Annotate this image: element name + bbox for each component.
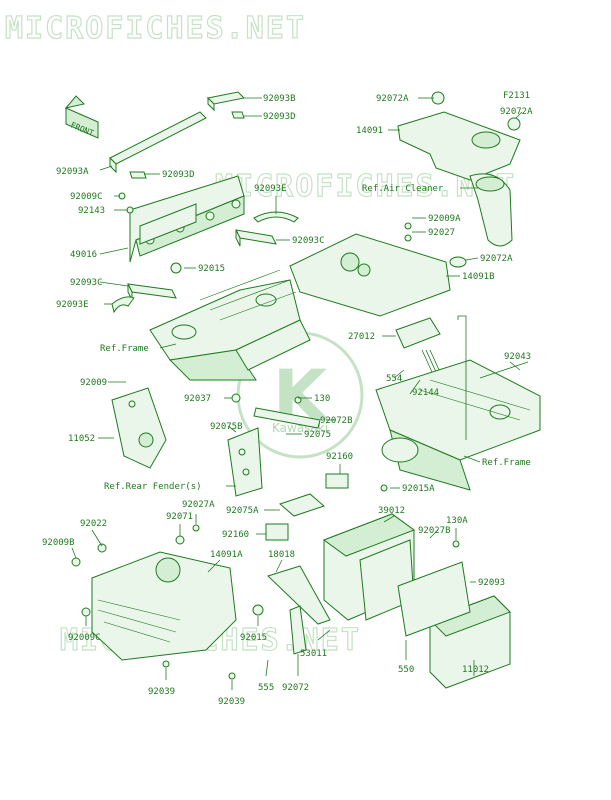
label-ref-frame-left: Ref.Frame [100, 344, 149, 354]
label-92144: 92144 [412, 388, 439, 398]
label-18018: 18018 [268, 550, 295, 560]
part-bracket-18018 [267, 565, 331, 655]
leader-lines [71, 97, 523, 690]
label-92160: 92160 [326, 452, 353, 462]
part-nut-92015 [170, 262, 182, 274]
label-49016: 49016 [70, 250, 97, 260]
figure-code: F2131 [503, 91, 530, 101]
label-ref-rear-fender: Ref.Rear Fender(s) [104, 482, 202, 492]
label-92072b: 92072B [320, 416, 353, 426]
label-14091b: 14091B [462, 272, 495, 282]
label-92093d-left: 92093D [162, 170, 195, 180]
label-39012: 39012 [378, 506, 405, 516]
label-92039-right: 92039 [218, 697, 245, 707]
label-92039-left: 92039 [148, 687, 175, 697]
label-92075a: 92075A [226, 506, 259, 516]
part-cushion-92160 [325, 473, 349, 489]
part-bolt-92015a [380, 484, 388, 492]
label-554: 554 [386, 374, 402, 384]
label-92093d: 92093D [263, 112, 296, 122]
part-pad-92093e-left [111, 296, 135, 314]
part-air-cleaner-duct [469, 173, 513, 247]
label-92093e: 92093E [254, 184, 287, 194]
label-92093: 92093 [478, 578, 505, 588]
label-92093a: 92093A [56, 167, 89, 177]
label-92071: 92071 [166, 512, 193, 522]
label-92075: 92075 [304, 430, 331, 440]
watermark-top: MICROFICHES.NET [5, 11, 306, 46]
label-92072a-right: 92072A [500, 107, 533, 117]
label-92015-lower: 92015 [240, 633, 267, 643]
part-bolt-92009c-lower [81, 607, 91, 617]
label-92143: 92143 [78, 206, 105, 216]
label-92093c-left: 92093C [70, 278, 103, 288]
label-92009b: 92009B [42, 538, 75, 548]
part-mat-14091b [289, 222, 451, 317]
label-14091a: 14091A [210, 550, 243, 560]
label-92015a: 92015A [402, 484, 435, 494]
part-pad-92093c-right [235, 229, 277, 247]
part-cover-92093 [397, 561, 471, 637]
label-92072a-lower: 92072A [480, 254, 513, 264]
part-bracket-49016 [129, 175, 245, 263]
part-labels: 92093B 92093D 92072A 92072A 14091 92093A… [42, 94, 533, 707]
label-550: 550 [398, 665, 414, 675]
label-92160-lower: 92160 [222, 530, 249, 540]
label-11052: 11052 [68, 434, 95, 444]
part-nut-92027a [192, 524, 200, 532]
label-92093c-right: 92093C [292, 236, 325, 246]
label-14091: 14091 [356, 126, 383, 136]
part-bolt-92009b [71, 557, 81, 567]
part-nut-92071 [175, 535, 185, 545]
part-pad-92093c-left [127, 283, 177, 301]
part-nut-92015-lower [252, 604, 264, 616]
label-11012: 11012 [462, 665, 489, 675]
part-strip-92072b [231, 393, 321, 429]
label-92022: 92022 [80, 519, 107, 529]
part-pad-92093d [129, 171, 147, 179]
label-130a: 130A [446, 516, 468, 526]
label-27012: 27012 [348, 332, 375, 342]
label-92043: 92043 [504, 352, 531, 362]
label-ref-air-cleaner: Ref.Air Cleaner [362, 184, 444, 194]
part-right-frame [375, 359, 541, 491]
part-grommet-92072a [449, 256, 467, 268]
label-92009c: 92009C [70, 192, 103, 202]
label-92009: 92009 [80, 378, 107, 388]
label-92072a-top: 92072A [376, 94, 409, 104]
part-bolt-92039-right [228, 672, 236, 680]
part-frame [149, 269, 311, 381]
part-bracket-11052 [111, 387, 167, 469]
label-92027: 92027 [428, 228, 455, 238]
part-pad-92093a [109, 111, 207, 174]
label-555: 555 [258, 683, 274, 693]
front-arrow-icon: FRONT [64, 95, 99, 139]
part-bolt-92039-left [162, 660, 170, 668]
part-pad-92093d-top [231, 111, 245, 119]
label-92075b: 92075B [210, 422, 243, 432]
label-92093b: 92093B [263, 94, 296, 104]
label-53011: 53011 [300, 649, 327, 659]
label-92072: 92072 [282, 683, 309, 693]
part-cover-14091a [91, 543, 237, 661]
label-92009c-lower: 92009C [68, 633, 101, 643]
label-92009a: 92009A [428, 214, 461, 224]
part-plate-14091 [397, 91, 521, 181]
label-130: 130 [314, 394, 330, 404]
part-cushion-92160-lower [265, 523, 289, 541]
label-ref-frame-right: Ref.Frame [482, 458, 531, 468]
part-bracket-27012 [395, 317, 441, 373]
part-plate-92075b [227, 427, 263, 497]
part-pad-92093b [206, 91, 246, 112]
label-92015: 92015 [198, 264, 225, 274]
label-92037: 92037 [184, 394, 211, 404]
part-pad-92075a [279, 493, 325, 517]
label-92027a: 92027A [182, 500, 215, 510]
part-bolt-130a [452, 540, 460, 548]
part-pad-92093e [253, 211, 299, 223]
label-92027b: 92027B [418, 526, 451, 536]
label-92093e-left: 92093E [56, 300, 89, 310]
